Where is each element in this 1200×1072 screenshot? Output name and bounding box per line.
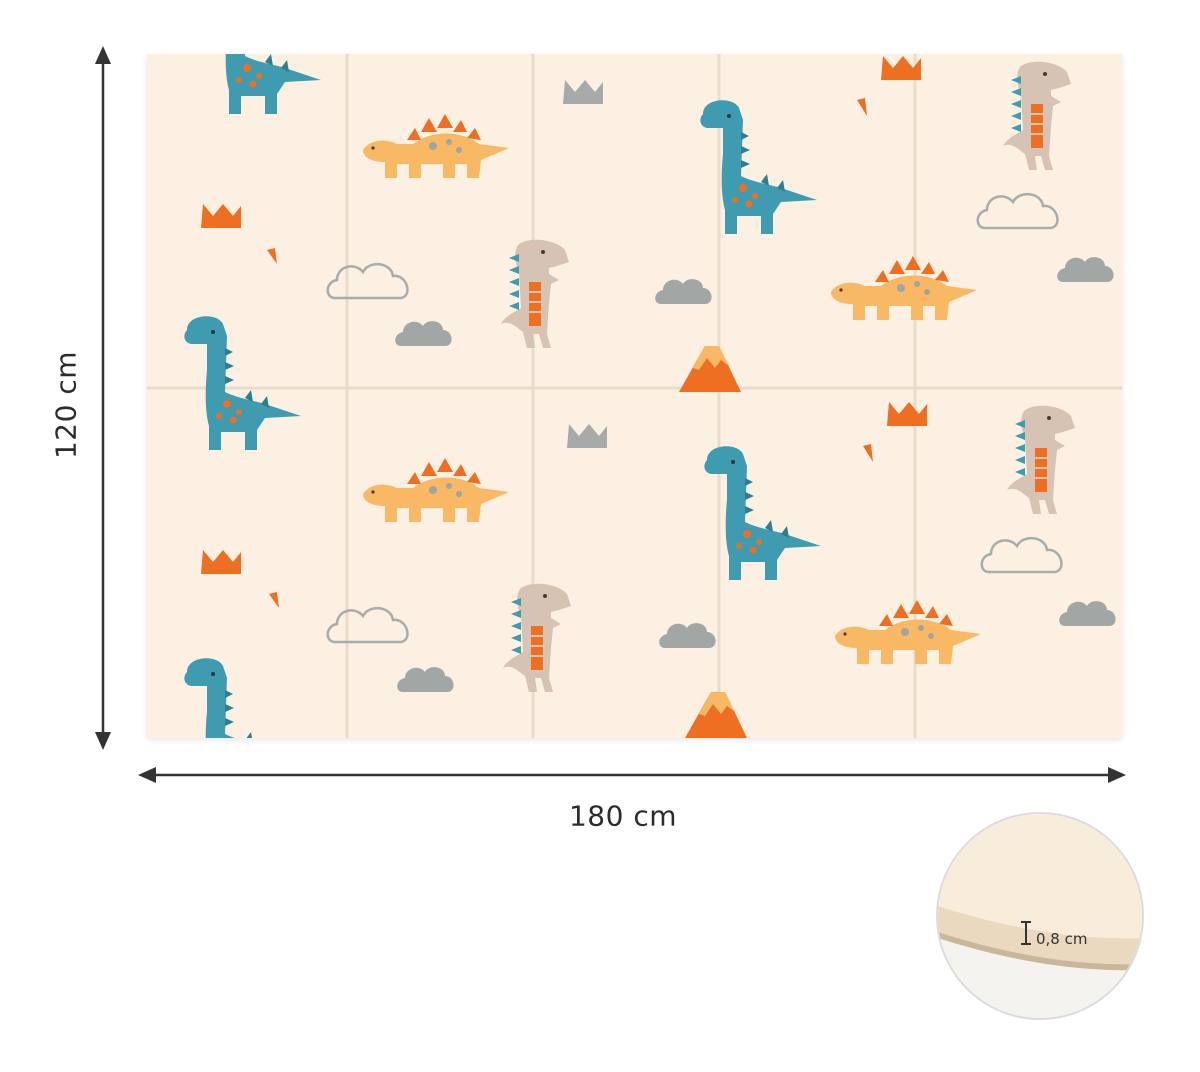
height-arrow bbox=[95, 46, 111, 750]
width-arrow bbox=[138, 767, 1126, 783]
play-mat bbox=[147, 54, 1122, 738]
height-label: 120 cm bbox=[49, 350, 83, 460]
thickness-detail-inset bbox=[936, 812, 1144, 1020]
thickness-marker bbox=[1021, 921, 1031, 945]
mat-edge-closeup bbox=[938, 814, 1142, 1018]
width-label: 180 cm bbox=[568, 799, 678, 833]
mat-illustration bbox=[147, 54, 1122, 738]
thickness-label: 0,8 cm bbox=[1036, 930, 1088, 948]
